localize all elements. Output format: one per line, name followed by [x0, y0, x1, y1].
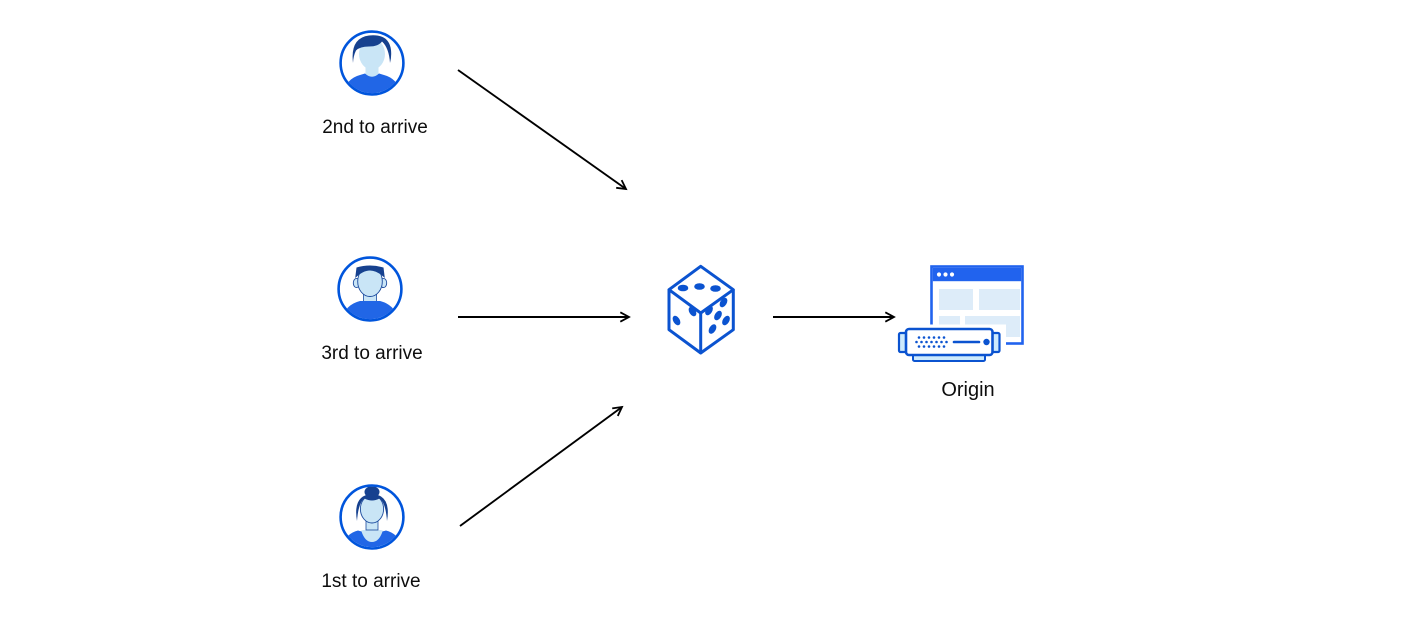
client-label: 2nd to arrive	[322, 117, 428, 138]
dice-icon	[667, 264, 735, 355]
user-avatar-icon	[339, 30, 405, 96]
client-node-2nd-to-arrive: 2nd to arrive	[322, 29, 428, 138]
random-selection-node	[664, 263, 738, 356]
origin-server-browser-icon	[897, 265, 1024, 365]
user-avatar-icon	[337, 256, 403, 322]
origin-label: Origin	[941, 379, 995, 401]
client-node-1st-to-arrive: 1st to arrive	[321, 483, 421, 592]
client-node-3rd-to-arrive: 3rd to arrive	[321, 255, 423, 364]
arrow-client-1st-to-dice	[459, 405, 624, 527]
user-avatar-icon	[339, 484, 405, 550]
client-label: 3rd to arrive	[321, 343, 423, 364]
client-label: 1st to arrive	[321, 571, 421, 592]
arrow-client-2nd-to-dice	[457, 69, 628, 191]
origin-node: Origin	[897, 263, 1027, 401]
